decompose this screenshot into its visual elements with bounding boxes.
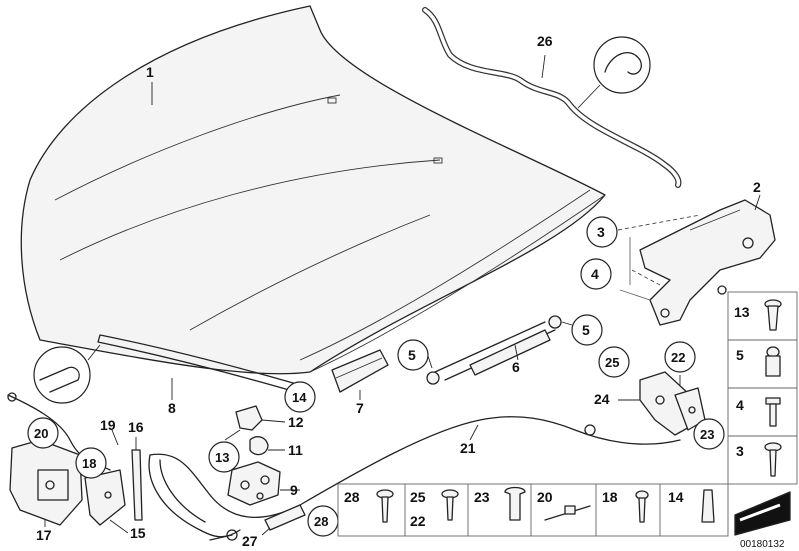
callout-28: 28 [314, 514, 328, 529]
screw-18-icon [635, 490, 649, 523]
panel-label-4: 4 [736, 397, 744, 413]
screw-25-icon [441, 489, 459, 521]
bolt-4-icon [765, 397, 781, 427]
callout-27: 27 [242, 533, 258, 549]
safety-catch [9, 437, 143, 534]
bottom-label-20: 20 [537, 489, 553, 505]
callout-14: 14 [292, 390, 307, 405]
screw-28-icon [376, 489, 394, 523]
callout-15: 15 [130, 525, 146, 541]
bottom-label-23: 23 [474, 489, 490, 505]
bottom-fastener-panel: 28 25 22 23 20 18 14 [337, 483, 791, 537]
callout-25: 25 [605, 355, 619, 370]
panel-label-13: 13 [734, 304, 750, 320]
ball-stud-5-icon [765, 346, 781, 377]
circled-callouts: 3 4 5 5 14 25 22 23 20 18 13 28 [27, 216, 725, 537]
callout-5-left: 5 [408, 347, 416, 363]
callout-22: 22 [671, 350, 685, 365]
callout-11: 11 [288, 442, 303, 458]
panel-label-3: 3 [736, 443, 744, 459]
callout-21: 21 [460, 440, 476, 456]
gas-strut [426, 315, 573, 385]
callout-5-right: 5 [582, 322, 590, 338]
callout-18: 18 [82, 456, 96, 471]
callout-6: 6 [512, 359, 520, 375]
hood-latch [224, 405, 300, 506]
document-number: 00180132 [740, 539, 785, 550]
rubber-buffer [331, 349, 389, 400]
clip-14-icon [701, 489, 715, 523]
bottom-label-22: 22 [410, 513, 426, 529]
cable-tie-20-icon [544, 505, 591, 521]
callout-1: 1 [146, 64, 154, 80]
hood-hinge [617, 194, 776, 326]
expanding-rivet-23-icon [504, 486, 526, 521]
callout-2: 2 [753, 179, 761, 195]
screw-3-icon [764, 442, 782, 477]
callout-3: 3 [597, 224, 605, 240]
callout-17: 17 [36, 527, 52, 543]
callout-9: 9 [290, 482, 298, 498]
sheet-arrow-icon [734, 491, 791, 536]
bottom-label-18: 18 [602, 489, 618, 505]
hose-clip-detail [577, 36, 651, 109]
callout-7: 7 [356, 400, 364, 416]
hood-panel [20, 5, 606, 375]
callout-12: 12 [288, 414, 304, 430]
panel-label-5: 5 [736, 347, 744, 363]
callout-4: 4 [591, 266, 599, 282]
callout-23: 23 [700, 427, 714, 442]
callout-26: 26 [537, 33, 553, 49]
callout-24: 24 [594, 391, 610, 407]
bottom-label-25: 25 [410, 489, 426, 505]
callout-20: 20 [34, 426, 48, 441]
bottom-label-28: 28 [344, 489, 360, 505]
callout-16: 16 [128, 419, 144, 435]
bottom-label-14: 14 [668, 489, 684, 505]
callout-13: 13 [215, 450, 229, 465]
callout-19: 19 [100, 417, 116, 433]
seal-profile-detail [33, 344, 101, 404]
callout-labels: 1 26 2 8 7 6 21 24 19 16 12 11 9 17 15 2… [36, 33, 761, 549]
side-fastener-panel: 13 5 4 3 [727, 291, 798, 485]
clip-13-icon [764, 299, 782, 331]
hinge-support [618, 371, 706, 436]
callout-8: 8 [168, 400, 176, 416]
